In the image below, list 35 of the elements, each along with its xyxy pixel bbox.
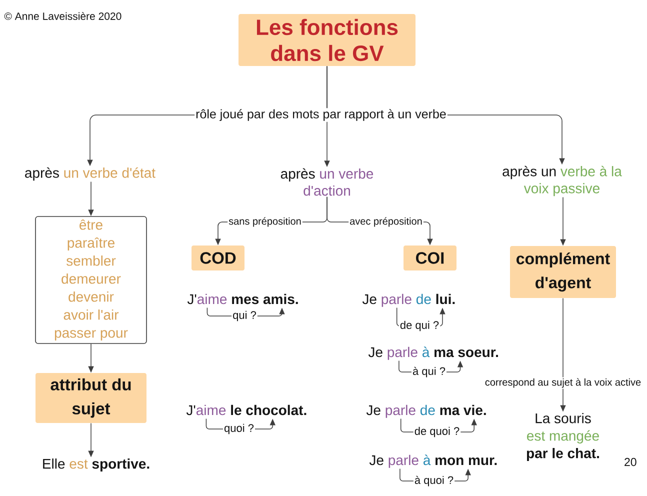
sentence-verb: J'aime [187, 294, 227, 304]
edge-label: à quoi ? [413, 474, 455, 488]
sentence-complement: ma vie. [440, 404, 486, 416]
sentence-complement: lui. [436, 294, 455, 304]
edge-label: de quoi ? [413, 426, 461, 438]
edge-label: sans préposition [228, 216, 302, 228]
edge-label: qui ? [232, 310, 258, 322]
sentence-verb: Je parle à [369, 454, 431, 468]
category-label: après un verbe d'action [280, 168, 374, 196]
edge-label: à qui ? [412, 366, 447, 378]
sentence-verb: J'aime [186, 404, 226, 416]
edge-label: quoi ? [223, 422, 255, 436]
sentence-complement: mon mur. [436, 457, 497, 466]
category-label: après un verbe d'état [25, 167, 156, 181]
title-box: Les fonctions dans le GV [238, 14, 416, 66]
copyright-notice: © Anne Laveissière 2020 [4, 12, 122, 20]
example-sentence: La souris est mangée par le chat. [526, 412, 599, 462]
sentence-complement: ma soeur. [434, 349, 498, 358]
sentence-verb: Je parle de [362, 294, 431, 307]
verb-list-box: être paraître sembler demeurer devenir avoir l'air passer pour [35, 216, 147, 344]
example-sentence: Elle est sportive. [43, 458, 150, 472]
function-box: attribut du sujet [36, 373, 146, 423]
edge-label: avec préposition [348, 216, 424, 228]
edge-label: rôle joué par des mots par rapport à un verbe [194, 108, 448, 122]
sentence-verb: Je parle de [366, 404, 435, 418]
function-box: COD [192, 246, 244, 270]
function-box: complément d'agent [510, 246, 616, 298]
category-label: après un verbe à la voix passive [502, 166, 622, 196]
sentence-verb: Je parle à [368, 346, 430, 360]
page-number: 20 [624, 458, 636, 466]
sentence-complement: le chocolat. [231, 404, 306, 416]
edge-label: correspond au sujet à la voix active [484, 377, 642, 389]
edge-label: de qui ? [398, 320, 440, 332]
function-box: COI [404, 246, 456, 270]
sentence-complement: mes amis. [232, 294, 298, 304]
